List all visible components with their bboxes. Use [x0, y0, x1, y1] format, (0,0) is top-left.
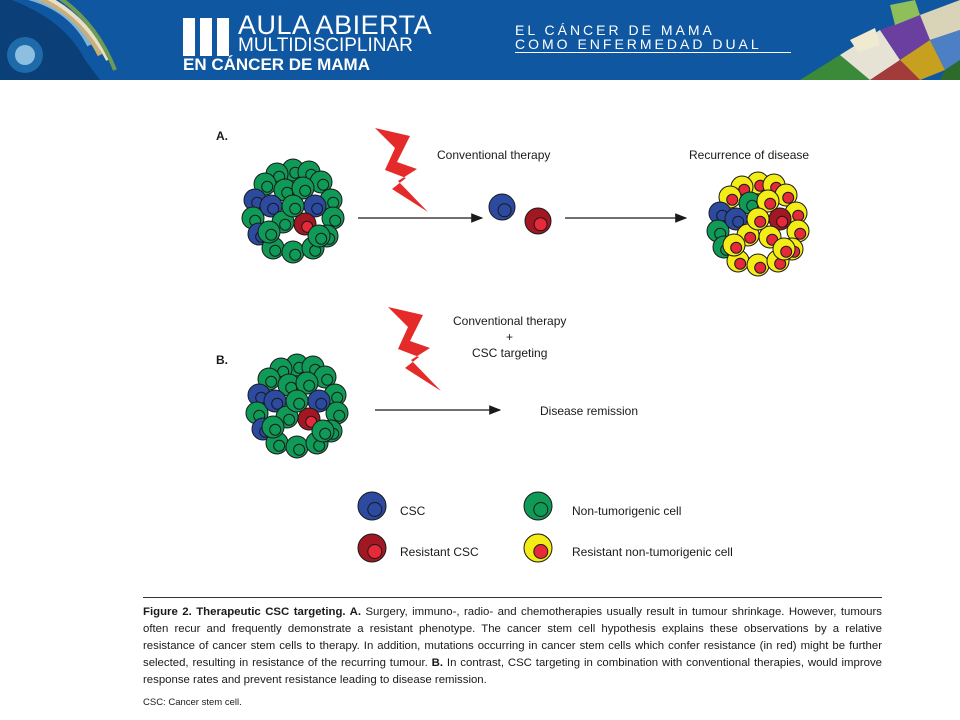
caption-divider	[143, 597, 882, 598]
tumour-cell	[263, 389, 287, 413]
resistant-non-tumorigenic-cell-icon	[523, 533, 553, 563]
panel-a-therapy-label: Conventional therapy	[437, 148, 551, 162]
csc-cell-icon	[357, 491, 387, 521]
panel-a-label: A.	[216, 129, 228, 143]
surviving-resistant-csc	[524, 207, 552, 235]
right-mosaic-decoration	[800, 0, 960, 80]
tumour-cell	[756, 189, 780, 213]
panel-b-lightning-icon	[388, 307, 441, 391]
figure-caption: Figure 2. Therapeutic CSC targeting. A. …	[143, 604, 882, 689]
tumour-cell	[746, 253, 770, 277]
tumour-cell	[325, 401, 349, 425]
tumour-cell	[722, 233, 746, 257]
panel-b-therapy-line-1: Conventional therapy	[453, 314, 567, 328]
panel-a-tumour	[241, 158, 345, 264]
tumour-cell	[257, 220, 281, 244]
resistant-csc-cell-icon	[357, 533, 387, 563]
tumour-cell	[746, 207, 770, 231]
tumour-cell	[772, 237, 796, 261]
header-banner: AULA ABIERTA MULTIDISCIPLINAR EN CÁNCER …	[0, 0, 960, 80]
logo-roman-numeral-icon	[183, 18, 233, 56]
tumour-cell	[285, 435, 309, 459]
tumour-cell	[295, 371, 319, 395]
tumour-cell	[313, 365, 337, 389]
tumour-cell	[724, 207, 748, 231]
legend-resistant-non-tumorigenic	[523, 533, 553, 563]
slide-title-line-1: EL CÁNCER DE MAMA	[515, 22, 715, 38]
tumour-cell	[303, 194, 327, 218]
surviving-csc	[488, 193, 516, 221]
tumour-cell	[281, 194, 305, 218]
title-underline	[515, 52, 791, 53]
panel-a-recurrent-tumour	[706, 171, 810, 277]
tumour-cell	[307, 389, 331, 413]
legend-label-resistant-csc: Resistant CSC	[400, 545, 479, 559]
legend-non-tumorigenic	[523, 491, 553, 521]
caption-text-a: Surgery, immuno-, radio- and chemotherap…	[143, 606, 882, 669]
legend-label-non-tumorigenic: Non-tumorigenic cell	[572, 504, 682, 518]
tumour-cell	[307, 224, 331, 248]
panel-b-therapy-plus: +	[506, 330, 514, 344]
tumour-cell	[291, 176, 315, 200]
tumour-cell	[259, 194, 283, 218]
panel-a-outcome-label: Recurrence of disease	[689, 148, 810, 162]
panel-a-surviving-cells	[488, 193, 552, 235]
non-tumorigenic-cell-icon	[523, 491, 553, 521]
panel-b-label: B.	[216, 353, 228, 367]
panel-b-therapy-line-2: CSC targeting	[472, 346, 548, 360]
legend-csc	[357, 491, 387, 521]
caption-b-label: B.	[431, 657, 444, 669]
caption-footnote: CSC: Cancer stem cell.	[143, 697, 242, 708]
tumour-cell	[786, 219, 810, 243]
logo-line-2: MULTIDISCIPLINAR	[238, 35, 413, 56]
tumour-cell	[311, 419, 335, 443]
logo-line-1: AULA ABIERTA	[238, 10, 433, 40]
caption-text-b: In contrast, CSC targeting in combinatio…	[143, 657, 882, 686]
left-mosaic-decoration	[0, 0, 150, 80]
tumour-cell	[281, 240, 305, 264]
slide-title-line-2: COMO ENFERMEDAD DUAL	[515, 36, 762, 52]
panel-b-tumour	[245, 353, 349, 459]
panel-b-outcome-label: Disease remission	[540, 404, 639, 418]
legend-resistant-csc	[357, 533, 387, 563]
legend-label-csc: CSC	[400, 504, 426, 518]
tumour-cell	[285, 389, 309, 413]
logo-line-3: EN CÁNCER DE MAMA	[183, 55, 370, 74]
tumour-cell	[261, 415, 285, 439]
caption-title: Figure 2. Therapeutic CSC targeting. A.	[143, 606, 361, 618]
panel-a-lightning-icon	[375, 128, 428, 212]
legend-label-resistant-non-tumorigenic: Resistant non-tumorigenic cell	[572, 545, 733, 559]
